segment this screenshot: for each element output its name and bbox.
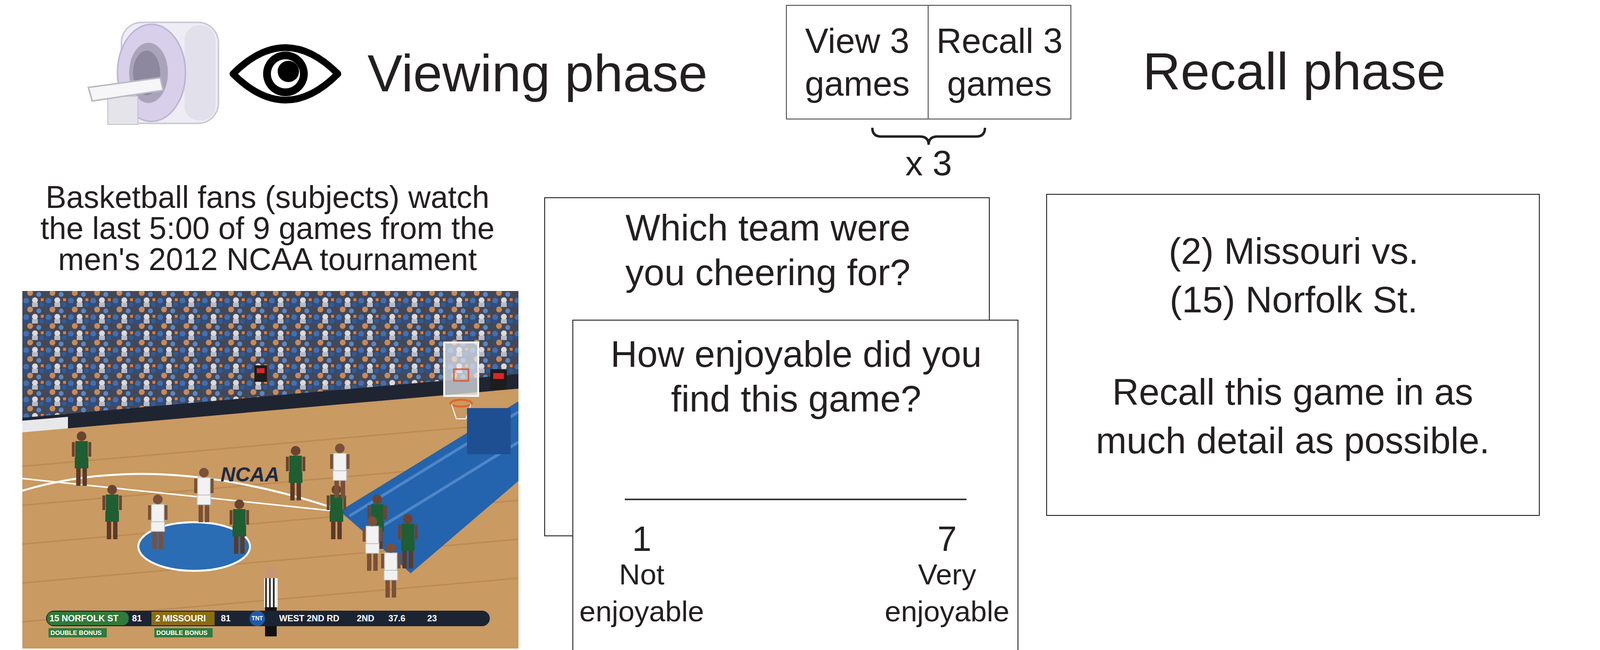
label-slot: 15 NORFOLK ST [49,611,119,625]
label-slot: 2ND [356,611,375,625]
text-slot: Which team were you cheering for? [598,205,938,295]
phase-cell: Recall 3 games [927,4,1072,120]
text-slot: Very enjoyable [878,555,1016,630]
label-slot: Basketball fans (subjects) watch the las… [27,181,508,275]
score-value: 81 [132,611,142,625]
question-text: Which team were you cheering for? [598,205,938,295]
game-clock: 37.6 [388,611,406,625]
round-text: WEST 2ND RD [279,611,340,625]
label-slot: Viewing phase [367,41,708,105]
text-slot: 1 [612,517,671,560]
label-slot: 23 [427,611,437,625]
label-slot: Recall phase [1142,39,1446,103]
game-photo [22,290,519,649]
question-text: How enjoyable did you find this game? [601,331,991,421]
text-slot: Recall 3 games [928,19,1071,105]
label-slot: DOUBLE BONUS [156,628,208,637]
label-slot: 2 MISSOURI [155,611,206,625]
scale-anchor: Not enjoyable [573,555,711,630]
label-slot: 37.6 [388,611,406,625]
bonus-flag: DOUBLE BONUS [156,628,208,637]
label-slot: TNT [249,611,266,625]
mri-scanner-icon [88,22,219,125]
floor-logo: NCAA [213,462,287,486]
label-slot: 81 [132,611,142,625]
label-slot: DOUBLE BONUS [50,628,102,637]
label-slot: x 3 [880,141,978,185]
label-slot: NCAA [213,462,287,486]
text-slot: How enjoyable did you find this game? [601,331,991,421]
eye-icon [233,47,338,100]
bonus-flag: DOUBLE BONUS [50,628,102,637]
label-slot: WEST 2ND RD [279,611,340,625]
shot-clock: 23 [427,611,437,625]
text-slot: (2) Missouri vs. (15) Norfolk St. [1148,226,1440,324]
period-text: 2ND [356,611,375,625]
text-slot: 7 [917,517,977,560]
network-logo: TNT [249,611,266,625]
text-slot: View 3 games [786,19,928,105]
score-team: 15 NORFOLK ST [49,611,119,625]
referee [264,566,278,636]
description-text: Basketball fans (subjects) watch the las… [27,181,508,275]
repeat-brace [872,127,985,145]
score-value: 81 [220,611,231,625]
game-title: (2) Missouri vs. (15) Norfolk St. [1148,226,1440,324]
phase-label: Recall 3 games [928,19,1071,105]
phase-label: View 3 games [786,19,928,105]
score-team: 2 MISSOURI [155,611,206,625]
scale-anchor: Very enjoyable [878,555,1016,630]
label-slot: 81 [220,611,231,625]
recall-instruction: Recall this game in as much detail as po… [1079,367,1507,465]
text-slot: Not enjoyable [573,555,711,630]
text-slot: Recall this game in as much detail as po… [1079,367,1507,465]
repeat-count: x 3 [880,141,978,185]
scale-number: 7 [917,517,977,560]
scale-number: 1 [612,517,671,560]
phase-cell: View 3 games [785,4,929,120]
recall-prompt-box: (2) Missouri vs. (15) Norfolk St. Recall … [1046,193,1540,516]
phase-heading: Recall phase [1142,39,1446,103]
phase-heading: Viewing phase [367,41,708,105]
rating-card: How enjoyable did you find this game? 1No… [572,319,1019,650]
